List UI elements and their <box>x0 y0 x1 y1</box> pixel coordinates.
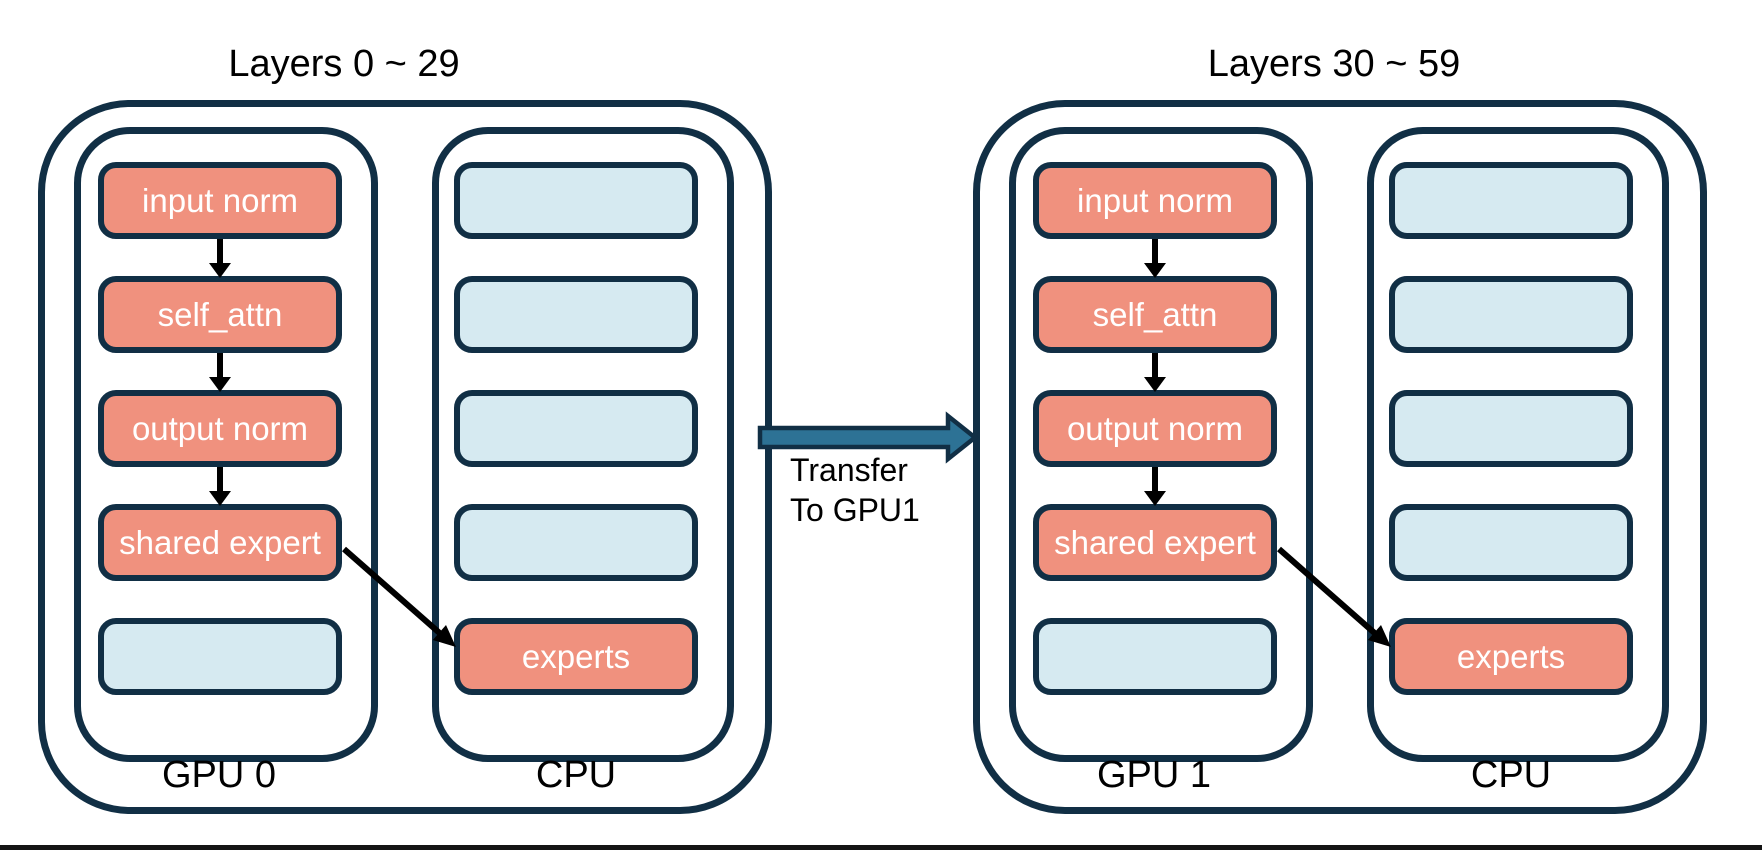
cpu-container: experts <box>1367 127 1669 762</box>
gpu-empty-slot <box>98 618 342 695</box>
gpu1-label: GPU 1 <box>1096 754 1212 796</box>
transfer-arrow-icon <box>757 411 979 464</box>
block-output-norm: output norm <box>98 390 342 467</box>
layer-group-0-29: input norm self_attn output norm shared … <box>38 100 772 814</box>
block-output-norm: output norm <box>1033 390 1277 467</box>
cpu-empty-slot <box>1389 276 1633 353</box>
transfer-label-line1: Transfer <box>790 452 908 488</box>
block-experts: experts <box>1389 618 1633 695</box>
block-shared-expert: shared expert <box>1033 504 1277 581</box>
cpu-label: CPU <box>1470 754 1552 796</box>
cpu-empty-slot <box>1389 504 1633 581</box>
cpu-container: experts <box>432 127 734 762</box>
cpu-empty-slot <box>1389 162 1633 239</box>
block-input-norm: input norm <box>98 162 342 239</box>
cpu-empty-slot <box>454 504 698 581</box>
block-self-attn: self_attn <box>98 276 342 353</box>
group-title-layers-30-59: Layers 30 ~ 59 <box>1207 43 1461 85</box>
gpu-empty-slot <box>1033 618 1277 695</box>
block-experts: experts <box>454 618 698 695</box>
cpu-empty-slot <box>454 162 698 239</box>
transfer-label: Transfer To GPU1 <box>790 450 990 530</box>
cpu-empty-slot <box>454 390 698 467</box>
gpu1-container: input norm self_attn output norm shared … <box>1009 127 1313 762</box>
block-self-attn: self_attn <box>1033 276 1277 353</box>
cpu-empty-slot <box>1389 390 1633 467</box>
layer-group-30-59: input norm self_attn output norm shared … <box>973 100 1707 814</box>
gpu0-label: GPU 0 <box>161 754 277 796</box>
cpu-label: CPU <box>535 754 617 796</box>
gpu0-container: input norm self_attn output norm shared … <box>74 127 378 762</box>
cpu-empty-slot <box>454 276 698 353</box>
group-title-layers-0-29: Layers 0 ~ 29 <box>228 43 460 85</box>
block-shared-expert: shared expert <box>98 504 342 581</box>
transfer-label-line2: To GPU1 <box>790 492 920 528</box>
bottom-border-line <box>0 845 1762 850</box>
block-input-norm: input norm <box>1033 162 1277 239</box>
